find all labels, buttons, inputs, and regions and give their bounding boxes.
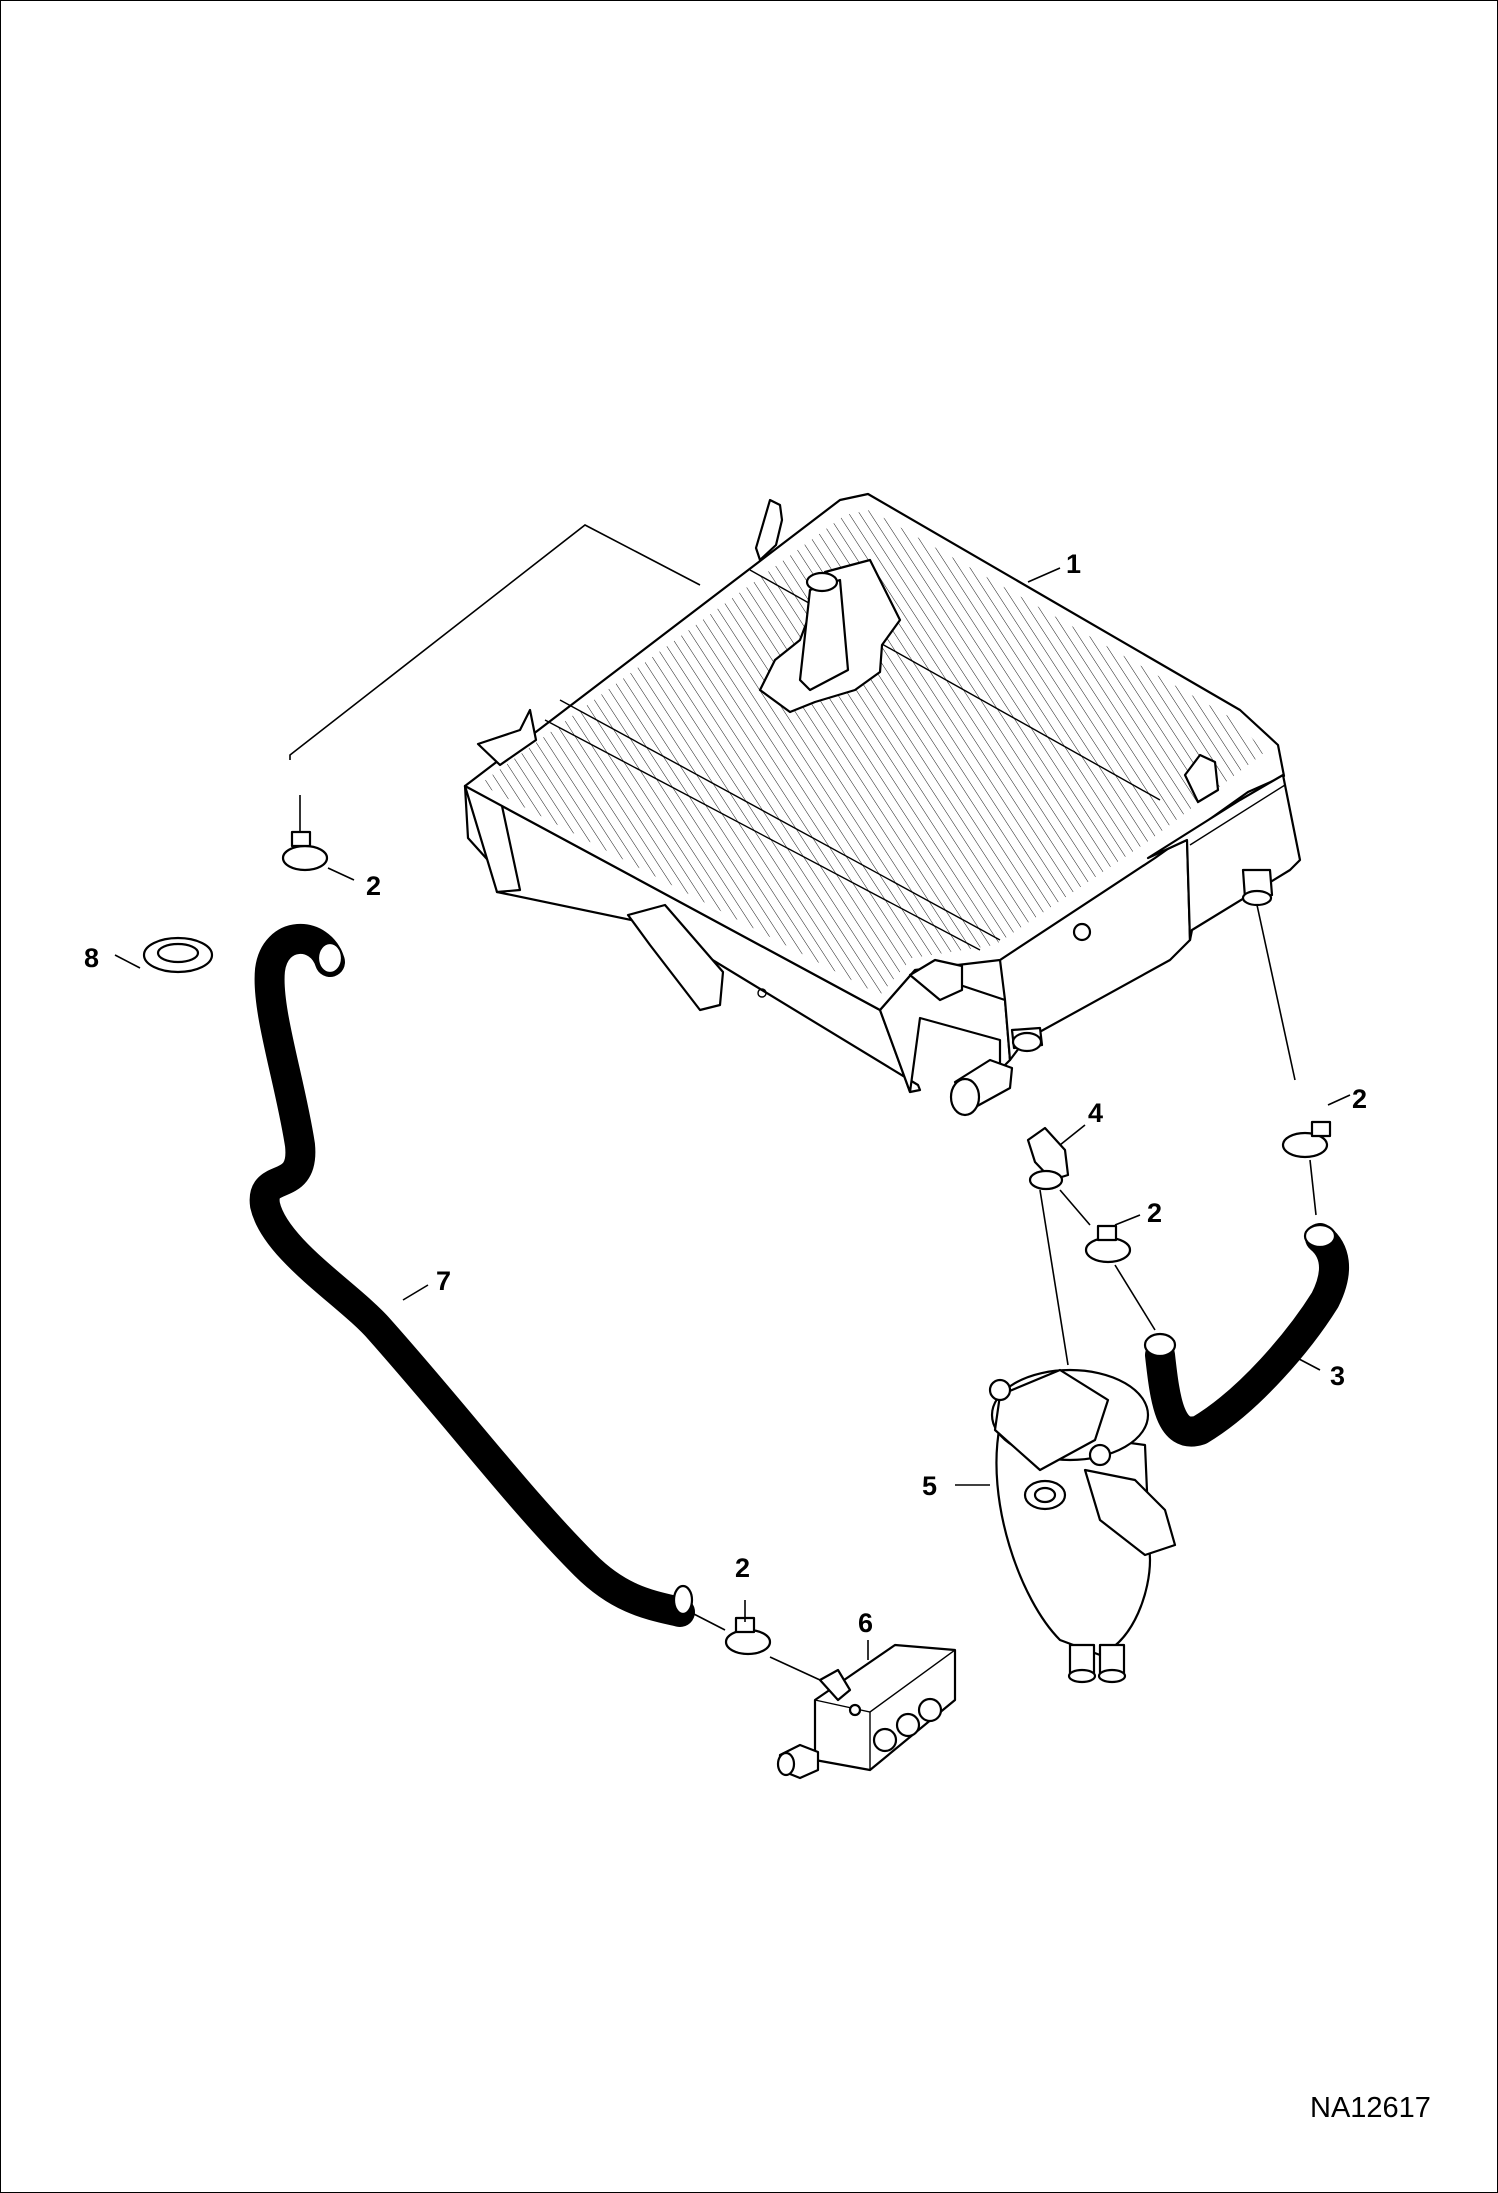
- callout-2-clamp-right: 2: [1352, 1084, 1367, 1114]
- hose-clamp-right: [1281, 1120, 1332, 1159]
- callout-1: 1: [1066, 549, 1081, 579]
- manifold-nipple-left-end: [776, 1751, 796, 1777]
- radiator-core-divider-1: [544, 719, 981, 951]
- radiator-bracket-lower: [908, 958, 964, 1002]
- radiator-core-divider-3: [559, 699, 1001, 941]
- hose-long: [249, 923, 695, 1627]
- callout-2-clamp-top-left: 2: [366, 871, 381, 901]
- callout-3: 3: [1330, 1361, 1345, 1391]
- figure-id: NA12617: [1310, 2092, 1431, 2124]
- callout-2-clamp-bottom: 2: [735, 1553, 750, 1583]
- radiator-assembly: [463, 492, 1302, 1117]
- radiator-outlet-pipe-center: [1010, 1026, 1044, 1053]
- hose-short-end-right: [1303, 1223, 1337, 1249]
- hose-long-end-top: [316, 941, 344, 975]
- radiator-outlet-pipe-left: [949, 1058, 1014, 1117]
- hose-long-end-bottom: [672, 1584, 694, 1616]
- hose-short-end-left: [1143, 1332, 1177, 1358]
- radiator-bracket-left: [476, 708, 538, 767]
- elbow-fitting: [1026, 1126, 1070, 1191]
- callout-leaders: [114, 567, 1351, 1660]
- callout-labels: 1 2 2 2 2 3 4 5 6 7 8: [84, 549, 1367, 1638]
- manifold-port-2: [895, 1712, 921, 1738]
- expansion-tank: [988, 1368, 1177, 1684]
- radiator-bracket-right: [1183, 753, 1220, 804]
- radiator-mount-tab: [626, 903, 725, 1012]
- rivet: [757, 988, 767, 998]
- manifold-port-3: [917, 1697, 943, 1723]
- radiator-end-tank: [1146, 773, 1302, 942]
- manifold-bolt: [848, 1703, 862, 1717]
- hose-clamp-bottom: [724, 1616, 772, 1656]
- hose-clamp-top-left: [281, 830, 329, 872]
- radiator-bracket-top: [754, 498, 784, 562]
- radiator-outlet-pipe-right: [1241, 868, 1274, 907]
- drain-plug: [1072, 922, 1092, 942]
- filler-cap: [805, 571, 839, 593]
- callout-5: 5: [922, 1471, 937, 1501]
- callout-8: 8: [84, 943, 99, 973]
- end-tank-seam: [1189, 784, 1286, 846]
- manifold-nipple-top: [818, 1668, 852, 1702]
- hose-clamp-middle: [1084, 1224, 1132, 1264]
- alignment-lines: [289, 524, 1317, 1681]
- callout-6: 6: [858, 1608, 873, 1638]
- manifold-block: [776, 1643, 957, 1780]
- radiator-core-fins: [480, 510, 1265, 995]
- callout-2-clamp-middle: 2: [1147, 1198, 1162, 1228]
- callout-4: 4: [1088, 1098, 1103, 1128]
- hose-short: [1143, 1223, 1350, 1447]
- grommet: [142, 936, 214, 974]
- callout-7: 7: [436, 1266, 451, 1296]
- manifold-port-1: [872, 1727, 898, 1753]
